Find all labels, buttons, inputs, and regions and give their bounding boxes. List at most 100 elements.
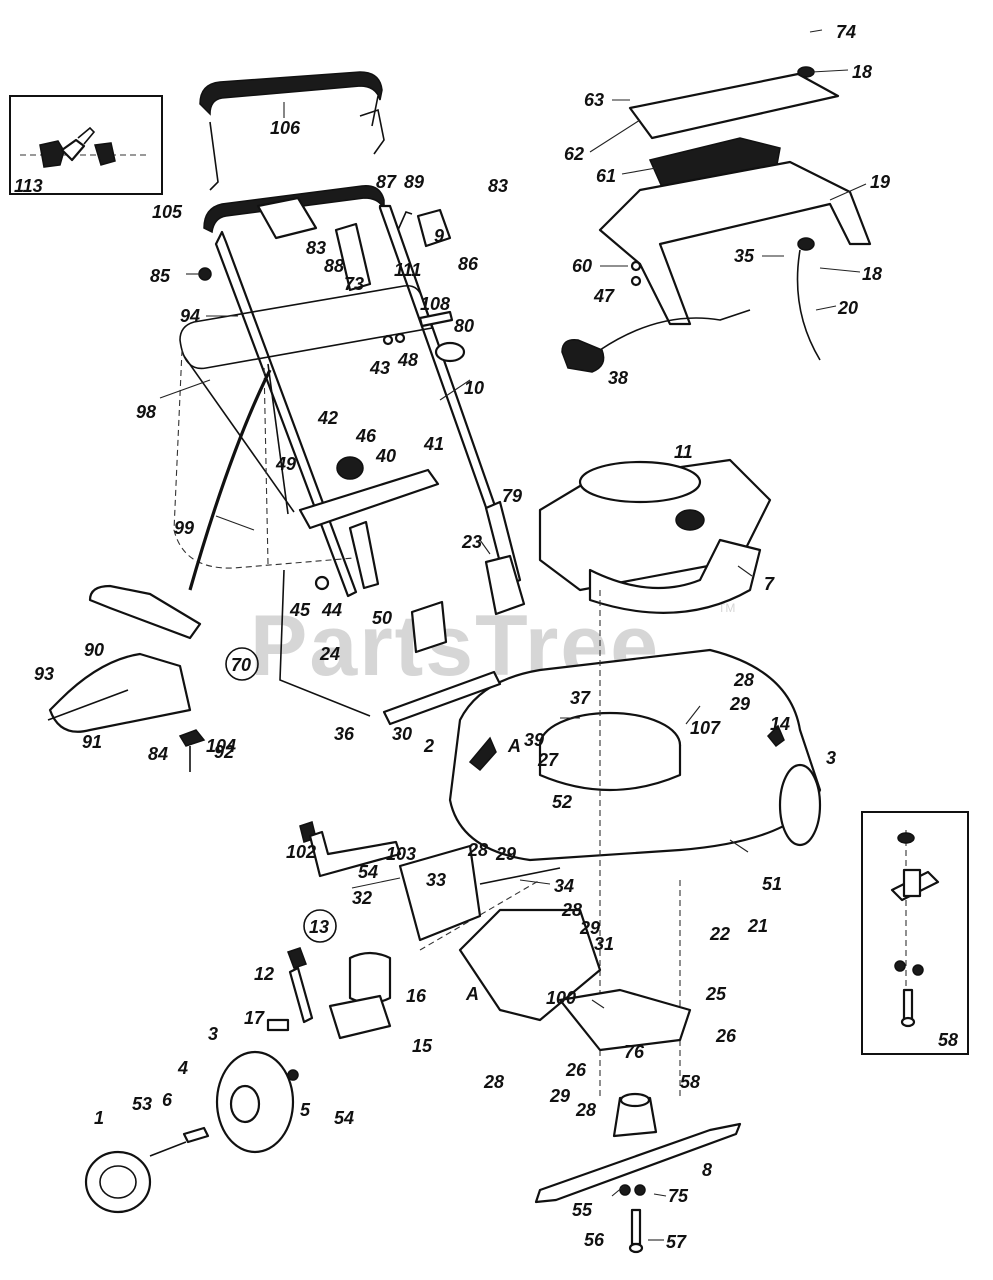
part-label: 34 bbox=[554, 876, 574, 896]
cover-plate-62 bbox=[628, 72, 840, 140]
part-label: 91 bbox=[82, 732, 102, 752]
circled-label-70: 70 bbox=[231, 655, 251, 675]
part-label: 99 bbox=[174, 518, 194, 538]
part-label: 83 bbox=[306, 238, 326, 258]
part-label: 108 bbox=[420, 294, 450, 314]
circle-callout-13 bbox=[303, 909, 337, 943]
circled-label-13: 13 bbox=[309, 917, 329, 937]
watermark-trademark: TM bbox=[718, 601, 735, 615]
part-label: 26 bbox=[715, 1026, 737, 1046]
part-label: 89 bbox=[404, 172, 424, 192]
part-label: 73 bbox=[344, 274, 364, 294]
part-label: 61 bbox=[596, 166, 616, 186]
cross-bar-41 bbox=[298, 468, 440, 530]
axle-bar-30 bbox=[382, 670, 502, 726]
part-label: A bbox=[507, 736, 521, 756]
part-label: 46 bbox=[355, 426, 377, 446]
part-label: 60 bbox=[572, 256, 592, 276]
part-label: 49 bbox=[275, 454, 296, 474]
part-label: 26 bbox=[565, 1060, 587, 1080]
part-label: 28 bbox=[483, 1072, 504, 1092]
rear-baffle-32 bbox=[398, 844, 482, 942]
part-label: 55 bbox=[572, 1200, 593, 1220]
part-label: 1 bbox=[94, 1108, 104, 1128]
part-label: 14 bbox=[770, 714, 790, 734]
part-label: 84 bbox=[148, 744, 168, 764]
upper-handle-grip bbox=[199, 71, 383, 116]
part-label: 32 bbox=[352, 888, 372, 908]
part-label: 58 bbox=[938, 1030, 958, 1050]
plate-15 bbox=[328, 994, 392, 1040]
part-label: 25 bbox=[705, 984, 727, 1004]
part-label: 51 bbox=[762, 874, 782, 894]
part-label: 27 bbox=[537, 750, 559, 770]
part-label: 41 bbox=[423, 434, 444, 454]
part-label: 62 bbox=[564, 144, 584, 164]
part-label: 57 bbox=[666, 1232, 687, 1252]
leader-lines bbox=[159, 29, 867, 1241]
part-label: 10 bbox=[464, 378, 484, 398]
adjuster-arm-12 bbox=[288, 966, 314, 1024]
part-label: 63 bbox=[584, 90, 604, 110]
part-label: 94 bbox=[180, 306, 200, 326]
blade-assembly bbox=[534, 1092, 742, 1254]
part-label: 2 bbox=[423, 736, 434, 756]
bag-frame bbox=[179, 284, 434, 370]
bracket-16 bbox=[348, 951, 392, 1005]
part-label: 54 bbox=[334, 1108, 354, 1128]
control-bracket bbox=[256, 196, 318, 240]
adjuster-lever-102 bbox=[308, 830, 402, 878]
part-label: 93 bbox=[34, 664, 54, 684]
part-label: 88 bbox=[324, 256, 344, 276]
part-label: 104 bbox=[206, 736, 236, 756]
part-label: 103 bbox=[386, 844, 416, 864]
blade-8 bbox=[534, 1122, 742, 1204]
part-label: 87 bbox=[376, 172, 397, 192]
charger-38 bbox=[561, 339, 605, 373]
part-label: 76 bbox=[624, 1042, 645, 1062]
part-label: 47 bbox=[593, 286, 615, 306]
part-label: 79 bbox=[502, 486, 522, 506]
part-label: 105 bbox=[152, 202, 183, 222]
part-label: 39 bbox=[524, 730, 544, 750]
part-label: 75 bbox=[668, 1186, 689, 1206]
part-label: 107 bbox=[690, 718, 721, 738]
part-label: 16 bbox=[406, 986, 427, 1006]
part-label: 90 bbox=[84, 640, 104, 660]
part-label: 56 bbox=[584, 1230, 605, 1250]
engine-shroud-19 bbox=[598, 160, 872, 326]
circle-callout-70 bbox=[225, 647, 259, 681]
part-labels: 74 18 63 62 61 19 35 18 60 47 20 38 113 … bbox=[14, 22, 958, 1252]
part-label: 18 bbox=[852, 62, 872, 82]
switch-part-icon bbox=[39, 140, 65, 168]
part-label: 6 bbox=[162, 1090, 173, 1110]
hubcap-1 bbox=[84, 1150, 152, 1214]
part-label: 85 bbox=[150, 266, 171, 286]
part-label: 5 bbox=[300, 1100, 311, 1120]
grass-chute bbox=[47, 584, 206, 772]
part-label: 19 bbox=[870, 172, 890, 192]
part-label: 53 bbox=[132, 1094, 152, 1114]
part-label: 83 bbox=[488, 176, 508, 196]
part-label: 29 bbox=[729, 694, 750, 714]
engine-cover-group bbox=[538, 66, 872, 614]
part-label: 36 bbox=[334, 724, 355, 744]
switch-86 bbox=[416, 208, 452, 248]
part-label: 28 bbox=[561, 900, 582, 920]
part-label: 11 bbox=[674, 442, 693, 462]
part-label: 102 bbox=[286, 842, 316, 862]
part-label: 21 bbox=[747, 916, 768, 936]
part-label: 28 bbox=[733, 670, 754, 690]
part-label: 28 bbox=[467, 840, 488, 860]
rear-shield-31 bbox=[458, 908, 602, 1022]
inset-58-frame bbox=[861, 811, 969, 1055]
part-label: 28 bbox=[575, 1100, 596, 1120]
bracket-50 bbox=[410, 600, 448, 654]
part-label: 31 bbox=[594, 934, 614, 954]
part-label: 7 bbox=[764, 574, 775, 594]
part-label: 24 bbox=[319, 644, 340, 664]
part-label: 3 bbox=[826, 748, 836, 768]
part-label: 4 bbox=[177, 1058, 188, 1078]
